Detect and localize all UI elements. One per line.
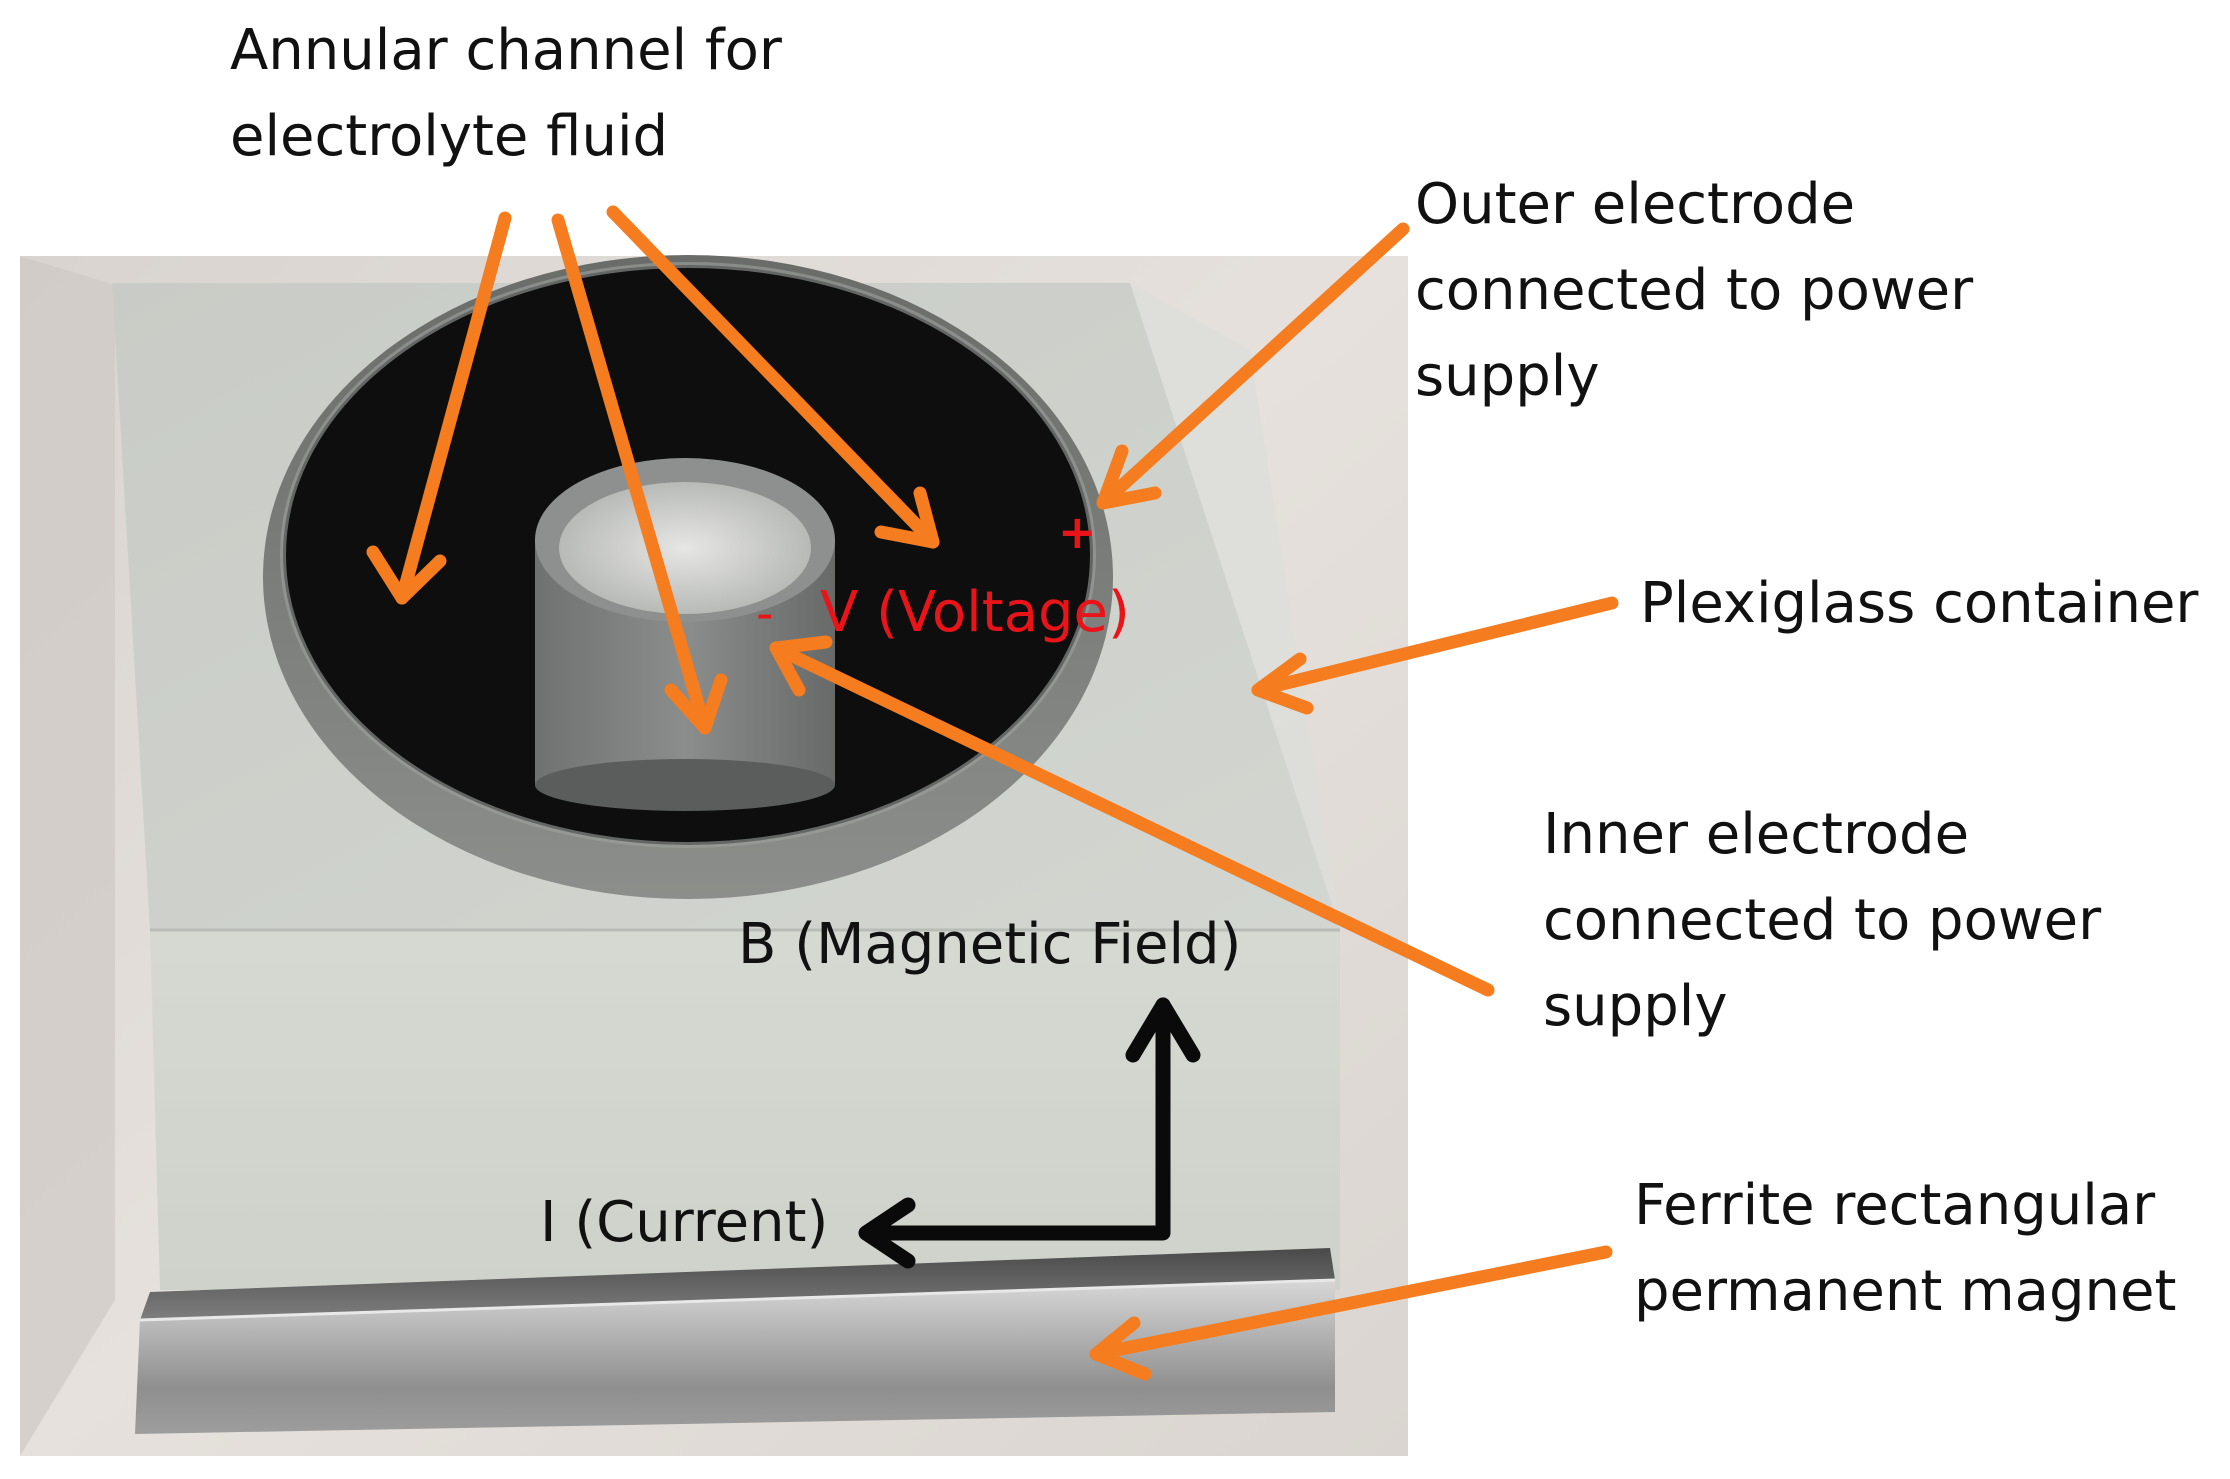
arrow-magnet — [1089, 1245, 1613, 1361]
arrow-channel-right-head — [874, 486, 940, 549]
arrow-channel-middle-head — [664, 673, 728, 735]
label-magnet: Ferrite rectangular permanent magnet — [1634, 1173, 2177, 1324]
current-arrowhead — [858, 1197, 916, 1269]
background-shadow — [20, 256, 115, 1456]
arrow-inner-electrode — [769, 641, 1495, 997]
current-label: I (Current) — [540, 1190, 829, 1255]
plus-sign: + — [1058, 505, 1097, 559]
arrow-plexiglass-head — [1251, 652, 1314, 715]
magnet-top-face — [140, 1248, 1335, 1320]
label-outer-electrode: Outer electrode connected to power suppl… — [1415, 172, 1974, 409]
arrow-inner-electrode-head — [769, 635, 833, 697]
plexiglass-front-face — [150, 930, 1340, 1290]
axis-arrows — [858, 997, 1201, 1269]
arrow-channel-left — [395, 211, 512, 605]
arrow-plexiglass — [1251, 596, 1619, 697]
magnetic-field-arrowhead — [1125, 997, 1201, 1063]
ring-highlight — [280, 262, 1096, 848]
arrow-channel-middle — [551, 213, 712, 735]
inner-electrode-bottom — [535, 759, 835, 811]
arrow-magnet-head — [1089, 1316, 1152, 1381]
minus-sign: - — [756, 586, 774, 642]
label-inner-electrode: Inner electrode connected to power suppl… — [1543, 802, 2102, 1039]
current-field-axis — [864, 997, 1171, 1241]
magnetic-field-label: B (Magnetic Field) — [738, 912, 1242, 977]
voltage-label: V (Voltage) — [820, 580, 1130, 645]
magnet-edge — [139, 1278, 1336, 1322]
arrow-channel-left-head — [366, 545, 447, 605]
arrow-channel-right — [606, 205, 940, 549]
label-plexiglass: Plexiglass container — [1640, 571, 2199, 636]
arrow-outer-electrode — [1096, 222, 1410, 510]
arrow-outer-electrode-head — [1096, 444, 1162, 510]
label-annular-channel: Annular channel for electrolyte fluid — [230, 18, 782, 169]
plexiglass-right-side — [1130, 283, 1340, 930]
inner-electrode-cup — [559, 482, 811, 614]
annotation-arrows — [366, 205, 1619, 1381]
magnet-front-face — [135, 1280, 1335, 1434]
